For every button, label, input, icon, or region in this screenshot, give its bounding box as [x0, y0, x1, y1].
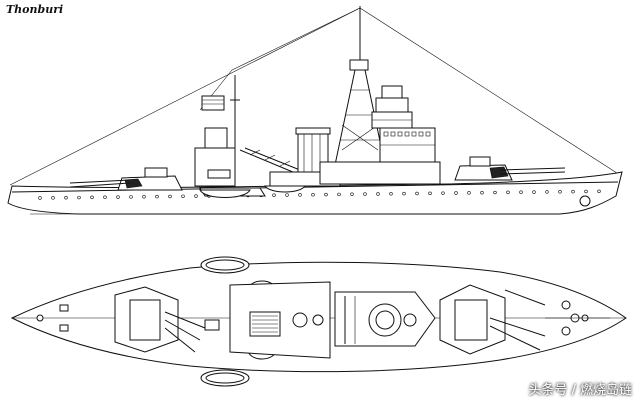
- porthole: [545, 190, 549, 194]
- porthole: [480, 190, 484, 195]
- bridge-window: [418, 131, 424, 137]
- anchor-hawse: [579, 195, 591, 207]
- crane: [239, 147, 306, 176]
- portholes: [38, 189, 601, 200]
- porthole: [337, 192, 341, 197]
- porthole: [129, 195, 133, 199]
- porthole: [285, 193, 289, 197]
- porthole: [454, 191, 458, 195]
- bridge-window: [411, 131, 417, 137]
- porthole: [64, 195, 68, 200]
- porthole: [597, 189, 601, 193]
- bridge-superstructure: [319, 85, 441, 185]
- porthole: [350, 192, 354, 196]
- porthole: [506, 190, 510, 195]
- aft-turret: [69, 167, 183, 191]
- porthole: [142, 195, 146, 199]
- porthole: [363, 192, 367, 196]
- porthole: [428, 191, 432, 196]
- porthole: [168, 194, 172, 199]
- bridge-window: [383, 131, 389, 137]
- porthole: [558, 190, 562, 194]
- aft-turret-plan: [114, 286, 206, 353]
- main-mast: [334, 6, 386, 166]
- bridge-window: [404, 131, 410, 137]
- porthole: [155, 194, 159, 199]
- porthole: [389, 192, 393, 196]
- porthole: [324, 192, 328, 197]
- funnel: [269, 127, 341, 187]
- porthole: [493, 190, 497, 195]
- plan-view: [10, 256, 627, 387]
- side-profile: [7, 6, 623, 215]
- porthole: [116, 195, 120, 199]
- afterdeck-fittings: [36, 304, 69, 332]
- central-superstructure-plan: [204, 281, 331, 359]
- bridge-plan: [334, 291, 436, 347]
- aft-superstructure: [194, 75, 266, 197]
- porthole: [571, 189, 575, 194]
- porthole: [298, 193, 302, 197]
- porthole: [38, 196, 42, 200]
- porthole: [415, 191, 419, 196]
- bridge-window: [397, 131, 403, 137]
- deck-line: [11, 181, 619, 193]
- forward-turret-plan: [439, 284, 546, 355]
- porthole: [77, 195, 81, 200]
- bridge-window: [390, 131, 396, 137]
- porthole: [467, 191, 471, 195]
- porthole: [51, 196, 55, 200]
- drawing-title: Thonburi: [6, 3, 64, 16]
- porthole: [402, 191, 406, 196]
- porthole: [584, 189, 588, 194]
- porthole: [103, 195, 107, 199]
- porthole: [441, 191, 445, 195]
- porthole: [181, 194, 185, 198]
- bridge-window: [425, 131, 431, 137]
- porthole: [272, 193, 276, 197]
- foredeck-fittings: [545, 300, 610, 336]
- porthole: [90, 195, 94, 200]
- porthole: [194, 194, 198, 198]
- porthole: [376, 192, 380, 196]
- porthole: [311, 193, 315, 197]
- porthole: [519, 190, 523, 194]
- side-boats: [199, 185, 306, 198]
- watermark: 头条号 / 燃烧岛链: [528, 383, 632, 398]
- forward-turret: [454, 156, 566, 181]
- porthole: [532, 190, 536, 194]
